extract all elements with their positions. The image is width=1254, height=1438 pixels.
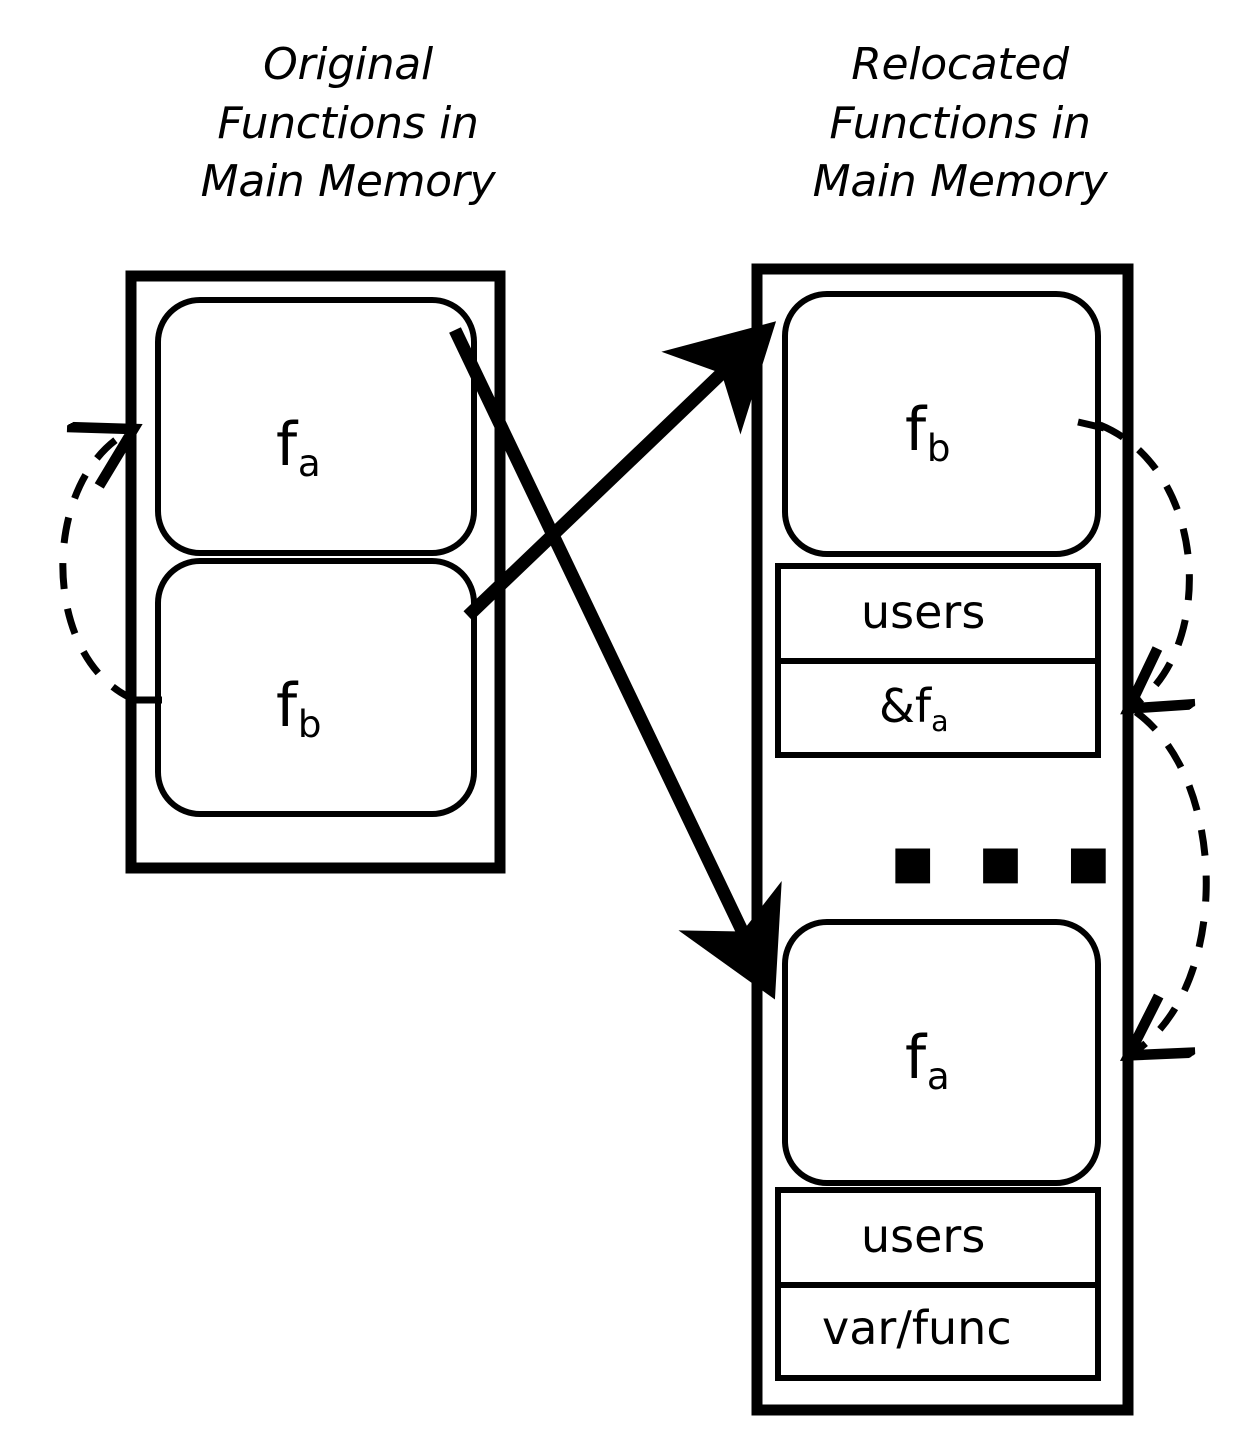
relocated-users-row-top (775, 563, 1101, 664)
original-memory-container (125, 270, 506, 874)
stub-right-fb (1077, 418, 1105, 432)
original-fa-box (155, 297, 477, 556)
call-reference-arcs (59, 421, 1210, 1052)
relocated-ellipsis-label: ▪ ▪ ▪ (889, 819, 1121, 901)
relocated-fa-sub: a (926, 1054, 950, 1099)
relocated-ref-fa-base: &f (879, 679, 932, 733)
relocated-column-title: Relocated Functions in Main Memory (812, 39, 1108, 208)
relocated-users-row-bottom (775, 1187, 1101, 1288)
relocated-fb-sub: b (926, 426, 951, 471)
relocated-fa-box (782, 919, 1101, 1186)
relocated-ref-fa-label: &fa (879, 683, 949, 735)
relocated-fa-label: fa (905, 1028, 950, 1095)
original-fb-base: f (276, 671, 298, 741)
relocated-users-bottom-label: users (861, 1209, 986, 1263)
relocate-fa-arrow (449, 327, 782, 1000)
arc-connector-stubs (131, 418, 1105, 704)
original-fb-sub: b (297, 702, 322, 747)
relocated-fb-label: fb (905, 400, 950, 467)
original-column-title: Original Functions in Main Memory (200, 39, 496, 208)
relocated-var-func-row (775, 1282, 1101, 1381)
relocated-fb-references-fa-ptr-arc (1098, 421, 1189, 705)
relocated-users-top-label: users (861, 585, 986, 639)
original-fa-sub: a (297, 441, 321, 486)
relocated-fa-base: f (905, 1023, 927, 1093)
relocated-ref-fa-row (775, 658, 1101, 758)
relocated-memory-container (751, 263, 1134, 1416)
original-fb-box (155, 558, 477, 817)
relocated-var-func-label: var/func (822, 1301, 1012, 1355)
relocated-ref-fa-sub: a (931, 704, 949, 738)
original-fb-calls-fa-arc (59, 432, 135, 704)
original-fa-label: fa (276, 415, 321, 482)
relocation-arrows (449, 321, 782, 1000)
relocate-fb-arrow (463, 321, 777, 621)
relocated-fa-ptr-targets-fa-arc (1134, 709, 1210, 1052)
original-fa-base: f (276, 410, 298, 480)
original-fb-label: fb (276, 676, 321, 743)
relocated-fb-base: f (905, 395, 927, 465)
